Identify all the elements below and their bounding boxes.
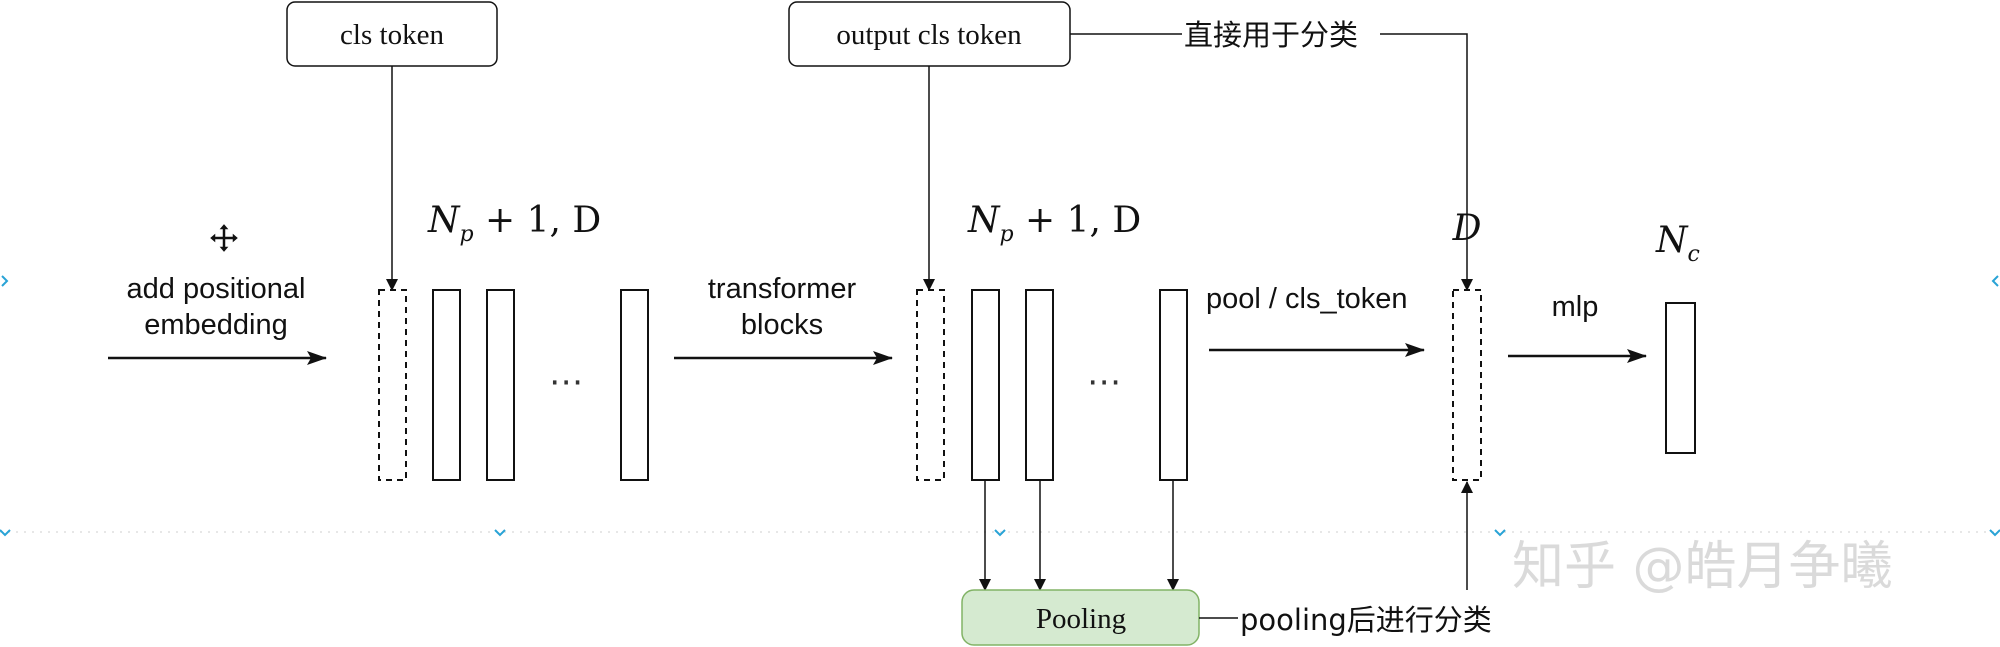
token-ellipsis-1: ⋯ xyxy=(549,362,583,402)
cls-token-node[interactable]: cls token xyxy=(286,1,498,67)
output-token-2 xyxy=(1025,289,1054,481)
token-group-2: ⋯ xyxy=(916,289,1188,481)
svg-text:Nc: Nc xyxy=(1655,220,1700,267)
transformer-label-line1: transformer xyxy=(708,273,857,305)
pool-cls-label: pool / cls_token xyxy=(1206,283,1408,315)
shape-label-2: Np + 1, D xyxy=(967,200,1141,247)
add-positional-label-line2: embedding xyxy=(144,309,288,341)
transformer-label-line2: blocks xyxy=(741,309,823,341)
handle-bottom-left-icon[interactable] xyxy=(0,529,11,537)
output-cls-token-node[interactable]: output cls token xyxy=(788,1,1071,67)
handle-bottom-right-icon[interactable] xyxy=(1989,529,2000,537)
svg-text:Np + 1, D: Np + 1, D xyxy=(967,200,1141,247)
nc-output-vector xyxy=(1665,302,1696,454)
pooling-classify-label: pooling后进行分类 xyxy=(1240,603,1492,637)
handle-left-icon[interactable] xyxy=(1,275,9,287)
shape-label-1-rest: + 1, D xyxy=(474,200,602,241)
shape-label-4-base: N xyxy=(1655,220,1689,261)
handle-right-icon[interactable] xyxy=(1991,275,1999,287)
shape-label-1: Np + 1, D xyxy=(427,200,601,247)
output-token-last xyxy=(1159,289,1188,481)
selection-handles[interactable] xyxy=(0,275,2000,537)
mlp-label: mlp xyxy=(1552,291,1599,323)
shape-label-1-sub: p xyxy=(460,222,474,247)
patch-token-2 xyxy=(486,289,515,481)
shape-label-4: Nc xyxy=(1655,220,1700,267)
token-ellipsis-2: ⋯ xyxy=(1087,362,1121,402)
direct-classify-label: 直接用于分类 xyxy=(1184,18,1358,52)
output-token-1 xyxy=(971,289,1000,481)
pooling-label: Pooling xyxy=(1036,603,1126,635)
patch-token-1 xyxy=(432,289,461,481)
cls-token-slot xyxy=(378,289,407,481)
handle-bottom-mid3-icon[interactable] xyxy=(1494,529,1506,537)
pooling-node[interactable]: Pooling xyxy=(961,589,1200,646)
cls-token-label: cls token xyxy=(340,19,444,51)
shape-label-4-sub: c xyxy=(1688,242,1700,267)
shape-label-2-rest: + 1, D xyxy=(1014,200,1142,241)
d-vector-slot xyxy=(1452,289,1482,481)
shape-label-1-base: N xyxy=(427,200,461,241)
patch-token-last xyxy=(620,289,649,481)
shape-label-3: D xyxy=(1452,208,1482,249)
shape-label-2-sub: p xyxy=(1000,222,1014,247)
token-group-1: ⋯ xyxy=(378,289,649,481)
move-cursor-icon[interactable] xyxy=(207,221,241,255)
add-positional-label-line1: add positional xyxy=(127,273,306,305)
output-cls-token-label: output cls token xyxy=(836,19,1022,51)
svg-text:Np + 1, D: Np + 1, D xyxy=(427,200,601,247)
handle-bottom-mid2-icon[interactable] xyxy=(994,529,1006,537)
shape-label-2-base: N xyxy=(967,200,1001,241)
direct-classify-line-right xyxy=(1380,33,1473,291)
watermark-text: 知乎 @皓月争曦 xyxy=(1512,537,1893,597)
output-cls-token-slot xyxy=(916,289,945,481)
handle-bottom-mid1-icon[interactable] xyxy=(494,529,506,537)
